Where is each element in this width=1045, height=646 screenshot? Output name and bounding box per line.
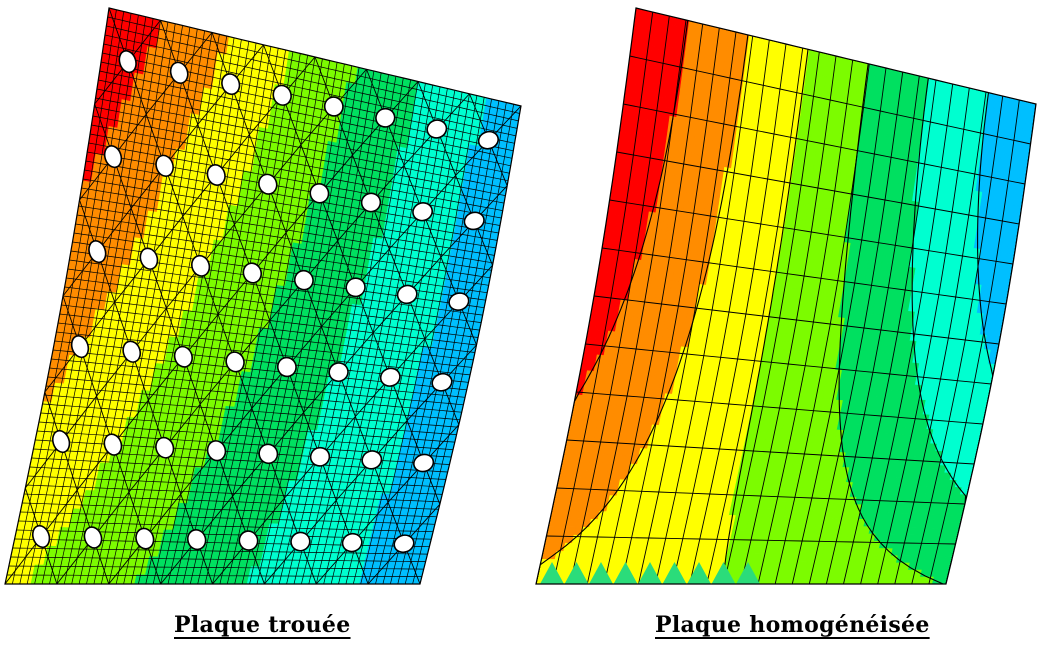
- mesh-cell: [82, 574, 94, 584]
- perforated-plate-fill: [5, 8, 521, 584]
- mesh-cell: [186, 574, 198, 584]
- mesh-cell: [101, 105, 113, 118]
- mesh-cell: [73, 574, 86, 584]
- perforated-plate-mesh: [4, 7, 522, 585]
- mesh-cell: [21, 574, 34, 584]
- homogenized-plate-mesh: [535, 7, 1037, 585]
- mesh-cell: [134, 574, 146, 584]
- mesh-cell: [30, 574, 42, 584]
- mesh-cell: [125, 574, 138, 584]
- mesh-cell: [177, 574, 189, 584]
- homogenized-plate-fill: [536, 8, 1036, 584]
